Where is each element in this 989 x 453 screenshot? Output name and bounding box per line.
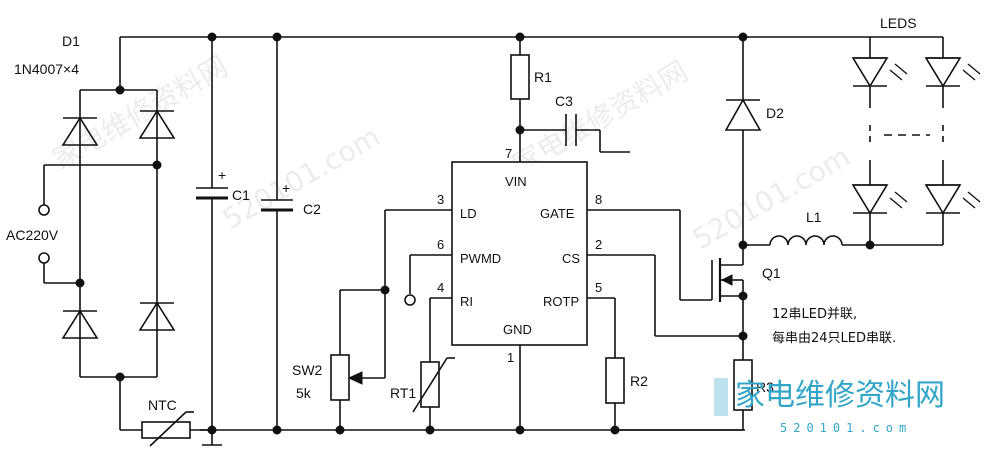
pin-name-gnd: GND xyxy=(503,322,532,337)
diode-bridge-1 xyxy=(61,116,99,146)
note-line-1: 12串LED并联, xyxy=(772,307,857,322)
resistor-r3 xyxy=(615,359,753,431)
watermark-logo: 家电维修资料网 520101.com xyxy=(714,378,945,435)
pin-name-gate: GATE xyxy=(540,206,575,221)
pin-num-cs: 2 xyxy=(595,237,602,252)
d2-label: D2 xyxy=(766,105,784,121)
watermark-logo-url: 520101.com xyxy=(780,421,912,435)
resistor-r2 xyxy=(605,298,625,435)
pin-name-cs: CS xyxy=(562,251,580,266)
potentiometer-sw2 xyxy=(330,210,390,435)
sw2-value: 5k xyxy=(296,385,312,401)
ntc-label: NTC xyxy=(148,397,177,413)
led-bottom-left xyxy=(851,184,908,215)
pin-name-ld: LD xyxy=(460,206,477,221)
pin-num-ld: 3 xyxy=(437,192,444,207)
rt1-label: RT1 xyxy=(390,385,416,401)
pin-name-rotp: ROTP xyxy=(543,294,579,309)
led-array xyxy=(851,36,981,245)
leds-label: LEDS xyxy=(880,15,917,31)
r2-label: R2 xyxy=(630,373,648,389)
watermark-logo-text: 家电维修资料网 xyxy=(735,378,945,413)
mosfet-q1 xyxy=(654,210,748,360)
gnd-node xyxy=(515,425,525,435)
inductor-l1 xyxy=(743,235,943,250)
pin-num-ri: 4 xyxy=(437,280,444,295)
svg-text:+: + xyxy=(218,167,226,183)
svg-text:+: + xyxy=(282,180,290,196)
led-top-left xyxy=(851,57,908,88)
capacitor-c1: + xyxy=(196,32,228,446)
thermistor-rt1 xyxy=(412,298,455,435)
led-top-right xyxy=(924,57,981,88)
pin-num-pwmd: 6 xyxy=(437,237,444,252)
c2-label: C2 xyxy=(303,201,321,217)
watermark-url-2: 520101.com xyxy=(687,140,856,256)
watermark-url-1: 520101.com xyxy=(217,120,386,236)
ntc-thermistor xyxy=(120,411,215,447)
pin-name-vin: VIN xyxy=(505,174,527,189)
capacitor-c2: + xyxy=(261,32,293,435)
controller-ic xyxy=(385,161,680,430)
bridge-part-label: 1N4007×4 xyxy=(14,61,79,77)
note-line-2: 每串由24只LED串联. xyxy=(772,330,896,346)
sw2-label: SW2 xyxy=(292,362,323,378)
pin-num-vin: 7 xyxy=(505,146,512,161)
pin-name-ri: RI xyxy=(460,294,473,309)
c1-label: C1 xyxy=(232,187,250,203)
r3-label: R3 xyxy=(756,379,774,395)
ac-input-label: AC220V xyxy=(6,227,59,243)
pwmd-terminal xyxy=(404,255,416,306)
diode-bridge-2 xyxy=(138,109,176,139)
l1-label: L1 xyxy=(806,209,822,225)
q1-label: Q1 xyxy=(762,265,781,281)
c3-label: C3 xyxy=(555,93,573,109)
pin-name-pwmd: PWMD xyxy=(460,251,501,266)
diode-bridge-3 xyxy=(61,309,99,339)
led-bottom-right xyxy=(924,184,981,215)
diode-bridge-4 xyxy=(138,301,176,331)
r1-label: R1 xyxy=(534,69,552,85)
capacitor-c3 xyxy=(520,114,630,153)
bridge-rectifier xyxy=(38,37,176,430)
ac-terminal-bottom xyxy=(38,252,50,264)
ac-terminal-top xyxy=(38,204,50,216)
pin-num-gnd: 1 xyxy=(507,350,514,365)
bridge-ref-label: D1 xyxy=(62,33,80,49)
pin-num-rotp: 5 xyxy=(595,280,602,295)
pin-num-gate: 8 xyxy=(595,192,602,207)
